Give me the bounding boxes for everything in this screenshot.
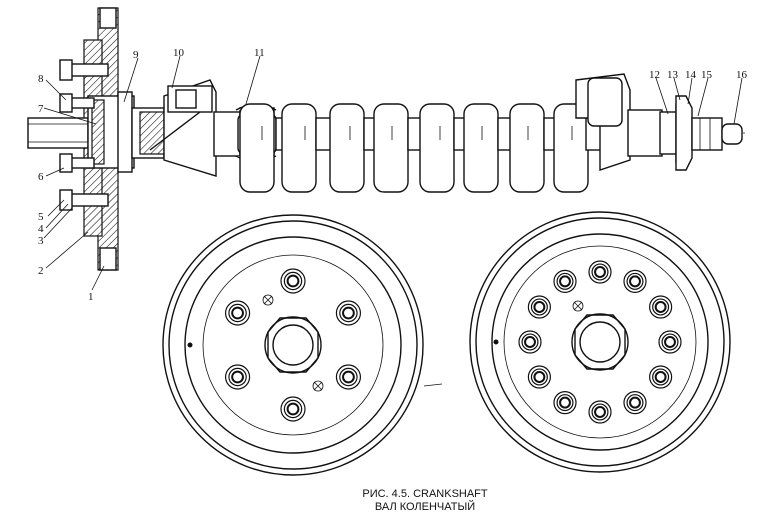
callout-1: 1 <box>88 291 94 303</box>
left-locating-mark <box>262 294 324 392</box>
callout-14: 14 <box>685 69 697 81</box>
bolt-hole <box>527 365 551 389</box>
callout-12: 12 <box>649 69 660 81</box>
bolt-hole <box>518 330 542 354</box>
bolt-hole <box>280 396 306 422</box>
bolt-hole <box>588 400 612 424</box>
bolt-hole <box>553 391 577 415</box>
bolt-hole <box>649 365 673 389</box>
callout-13: 13 <box>667 69 679 81</box>
callout-labels: 1 2 3 4 5 6 7 8 9 10 11 12 13 14 15 16 <box>38 47 748 303</box>
section-arrow <box>423 383 443 387</box>
callout-2: 2 <box>38 265 44 277</box>
callout-16: 16 <box>736 69 748 81</box>
right-flywheel-bolts <box>518 260 682 424</box>
bolt-hole <box>588 260 612 284</box>
caption-line-2: ВАЛ КОЛЕНЧАТЫЙ <box>375 500 475 513</box>
flywheel-bolts <box>59 59 109 211</box>
caption-line-1: РИС. 4.5. CRANKSHAFT <box>362 488 488 500</box>
bolt-hole <box>335 364 362 390</box>
right-locating-mark <box>572 300 584 312</box>
callout-5: 5 <box>38 211 44 223</box>
crank-webs <box>213 73 663 193</box>
bolt-hole <box>623 269 647 293</box>
callout-3: 3 <box>38 235 44 247</box>
bolt-hole <box>335 300 362 326</box>
bolt-hole <box>527 295 551 319</box>
callout-4: 4 <box>38 223 44 235</box>
crankshaft-side-view <box>27 7 748 271</box>
bolt-hole <box>280 268 306 294</box>
callout-11: 11 <box>254 47 265 59</box>
rear-hub <box>117 79 217 177</box>
bolt-hole <box>623 391 647 415</box>
figure-caption: РИС. 4.5. CRANKSHAFT ВАЛ КОЛЕНЧАТЫЙ <box>362 488 488 513</box>
callout-7: 7 <box>38 103 44 115</box>
bolt-hole <box>649 295 673 319</box>
callout-8: 8 <box>38 73 44 85</box>
bolt-hole <box>224 300 251 326</box>
callout-leaders <box>43 55 743 291</box>
callout-10: 10 <box>173 47 185 59</box>
callout-9: 9 <box>133 49 139 61</box>
callout-15: 15 <box>701 69 713 81</box>
flywheel-face-view-right <box>469 211 731 473</box>
front-nose <box>659 95 743 171</box>
bolt-hole <box>658 330 682 354</box>
bolt-hole <box>553 269 577 293</box>
callout-6: 6 <box>38 171 44 183</box>
bolt-hole <box>224 364 251 390</box>
flywheel-face-view-left <box>162 214 424 476</box>
left-flywheel-bolts <box>224 268 362 422</box>
